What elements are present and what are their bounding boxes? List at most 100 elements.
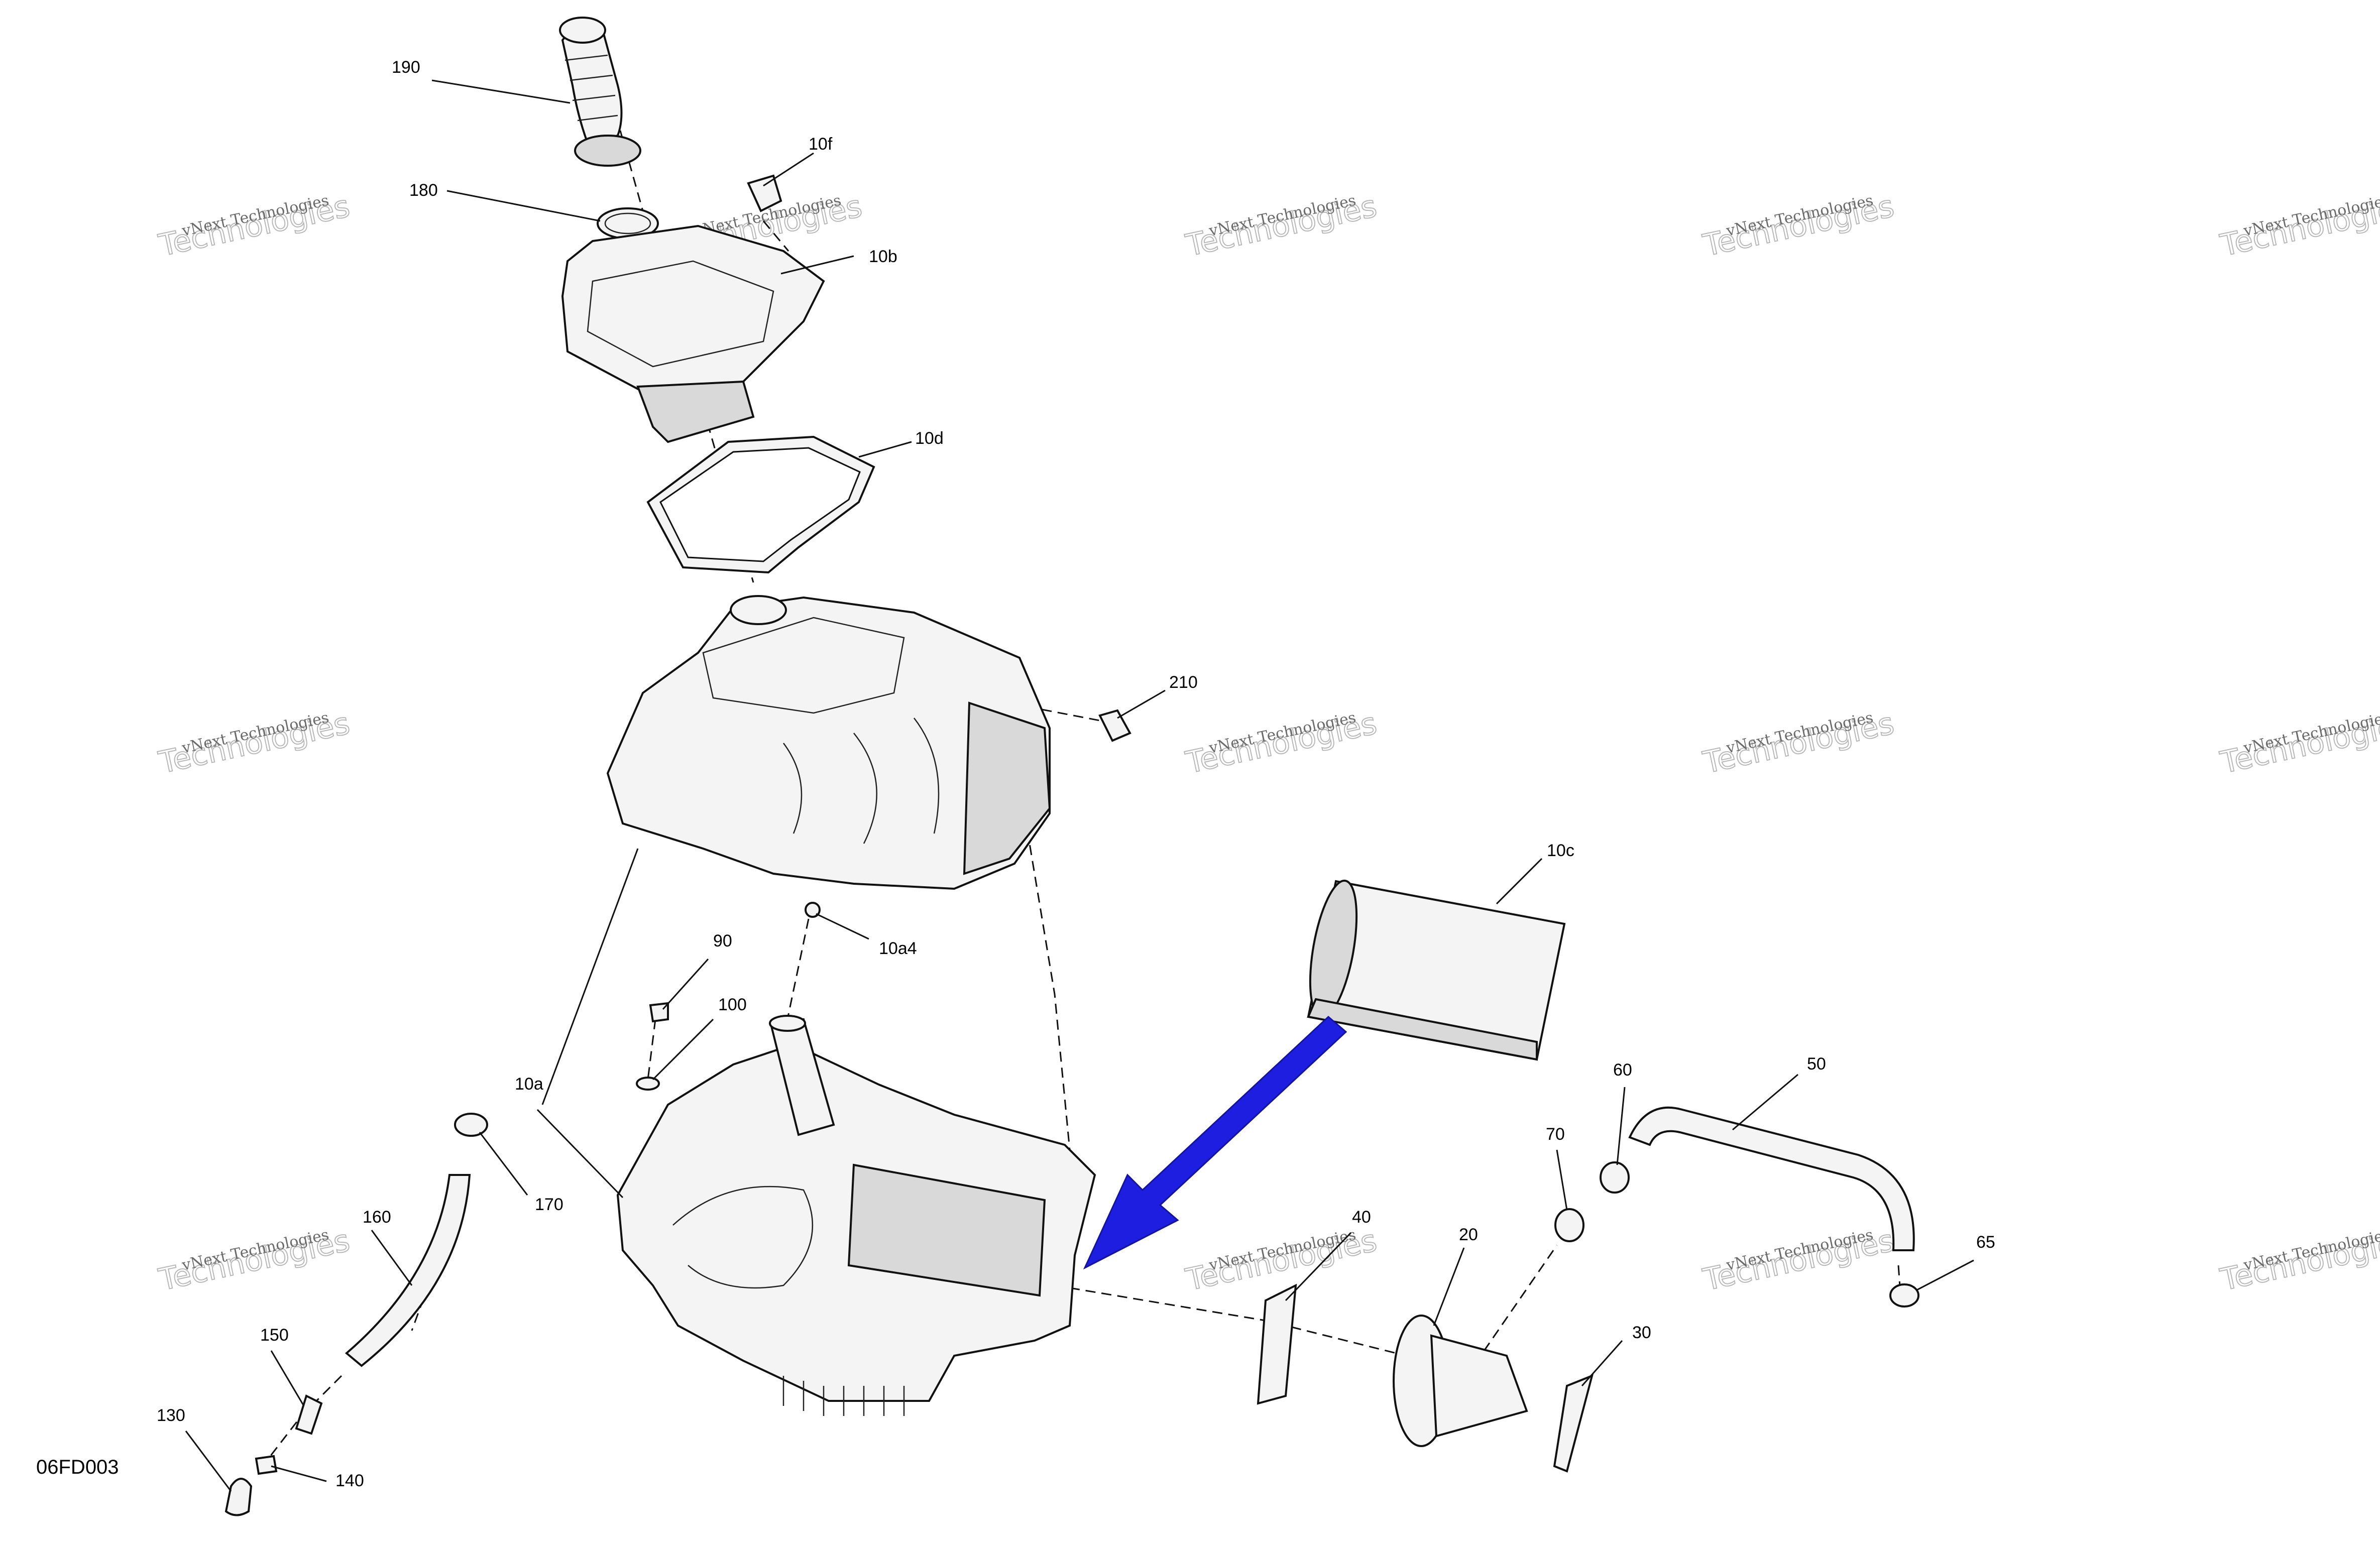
watermark: Technologies vNext Technologies [2217, 705, 2380, 781]
leader-190 [431, 79, 571, 104]
callout-100: 100 [718, 995, 747, 1014]
upper-housing-port [730, 595, 787, 625]
adapter-20-body [1430, 1334, 1528, 1438]
part-50-breather-tube [1628, 1106, 1915, 1251]
part-10f-clip [747, 174, 782, 212]
watermark: Technologies vNext Technologies [2217, 188, 2380, 264]
callout-10c: 10c [1547, 841, 1574, 860]
leader-10a-upper [541, 848, 639, 1105]
callout-65: 65 [1976, 1233, 1995, 1252]
callout-30: 30 [1632, 1323, 1651, 1342]
fitting-70 [1554, 1208, 1584, 1242]
watermark: Technologies vNext Technologies [155, 188, 354, 264]
leader-50 [1732, 1074, 1798, 1131]
leader-70 [1556, 1149, 1568, 1211]
leader-210 [1117, 689, 1166, 719]
figure-id: 06FD003 [36, 1456, 119, 1478]
callout-190: 190 [392, 58, 420, 77]
watermark: Technologies vNext Technologies [1699, 188, 1898, 264]
lower-housing-tube-top [769, 1015, 806, 1032]
part-190-intake-boot [559, 17, 641, 167]
washer-100 [636, 1077, 660, 1091]
part-30-clamp [1553, 1374, 1594, 1473]
upper-housing-opening [702, 617, 905, 714]
assembly-axis-lines [258, 130, 1902, 1472]
leader-10a-lower [536, 1109, 624, 1199]
connector-150 [295, 1394, 323, 1435]
part-10d-gasket [646, 435, 875, 574]
axis-70 [1455, 1245, 1558, 1391]
part-210-clip [1098, 709, 1131, 742]
part-150-connector [295, 1394, 323, 1435]
part-60-clamp [1600, 1161, 1630, 1194]
callout-150: 150 [260, 1326, 289, 1345]
watermark: Technologies vNext Technologies [1182, 188, 1381, 264]
filter-shade [1307, 998, 1538, 1061]
callout-labels: 190 180 10f 10b 10d 210 10c 10a4 90 100 … [157, 58, 1995, 1490]
part-170-hose-clamp [454, 1113, 488, 1137]
callout-20: 20 [1459, 1225, 1478, 1244]
upper-housing-shaded-side [963, 701, 1051, 875]
part-10a4-fastener [805, 902, 821, 918]
watermark: Technologies vNext Technologies [1699, 705, 1898, 781]
part-10a-lower-housing [616, 1015, 1096, 1416]
axis-65 [1897, 1265, 1902, 1301]
blue-direction-arrow [1083, 1015, 1347, 1270]
callout-140: 140 [335, 1471, 364, 1490]
leader-100 [652, 1018, 714, 1081]
leader-30 [1581, 1340, 1623, 1386]
axis-90-100 [647, 1019, 656, 1080]
watermark: Technologies vNext Technologies [1699, 1223, 1898, 1298]
callout-170: 170 [535, 1195, 563, 1214]
callout-210: 210 [1169, 673, 1198, 692]
drain-hose [345, 1174, 471, 1367]
callout-10b: 10b [869, 247, 897, 266]
part-140-clip [255, 1455, 278, 1475]
gasket-inner [659, 447, 861, 562]
leader-180 [446, 190, 601, 222]
upper-housing [606, 595, 1051, 890]
lower-housing-inner-detail [672, 1185, 814, 1289]
part-65-clamp [1889, 1283, 1919, 1308]
blue-arrow-shape [1083, 1015, 1347, 1270]
fastener-10a4 [805, 902, 821, 918]
callout-40: 40 [1352, 1208, 1371, 1227]
leader-60 [1616, 1087, 1626, 1165]
boot-ribs [564, 54, 618, 122]
plug-130 [224, 1478, 253, 1516]
seal-40 [1257, 1283, 1297, 1405]
leader-140 [271, 1465, 327, 1482]
leader-20 [1433, 1247, 1465, 1326]
callout-160: 160 [363, 1208, 391, 1227]
leader-10c [1496, 858, 1543, 905]
part-40-seal [1257, 1283, 1297, 1405]
part-10b-cover [561, 224, 825, 443]
watermark: Technologies vNext Technologies [155, 705, 354, 781]
leader-65 [1915, 1259, 1974, 1291]
part-160-drain-hose [345, 1174, 471, 1367]
leader-160 [371, 1230, 413, 1286]
upper-housing-body [606, 596, 1051, 890]
leader-10b [780, 255, 854, 275]
callout-90: 90 [713, 931, 732, 951]
part-130-plug [224, 1478, 253, 1516]
axis-top-stack [619, 130, 754, 583]
callout-10a: 10a [515, 1075, 543, 1094]
clamp-inner [604, 212, 651, 234]
leader-90 [662, 958, 709, 1010]
upper-housing-ribs [782, 718, 940, 844]
cover-top-face [587, 260, 774, 368]
clip-body [747, 174, 782, 212]
watermark: Technologies vNext Technologies [2217, 1223, 2380, 1298]
axis-10a4 [775, 918, 810, 1100]
lower-housing-filter-bay [847, 1163, 1046, 1297]
leader-10a4 [816, 913, 869, 940]
axis-filter-edge [1024, 813, 1071, 1150]
callout-10d: 10d [915, 429, 944, 448]
clip-140 [255, 1455, 278, 1475]
part-10c-filter [1307, 879, 1566, 1061]
callout-130: 130 [157, 1406, 185, 1425]
clamp-30 [1553, 1374, 1594, 1473]
callout-180: 180 [409, 181, 438, 200]
